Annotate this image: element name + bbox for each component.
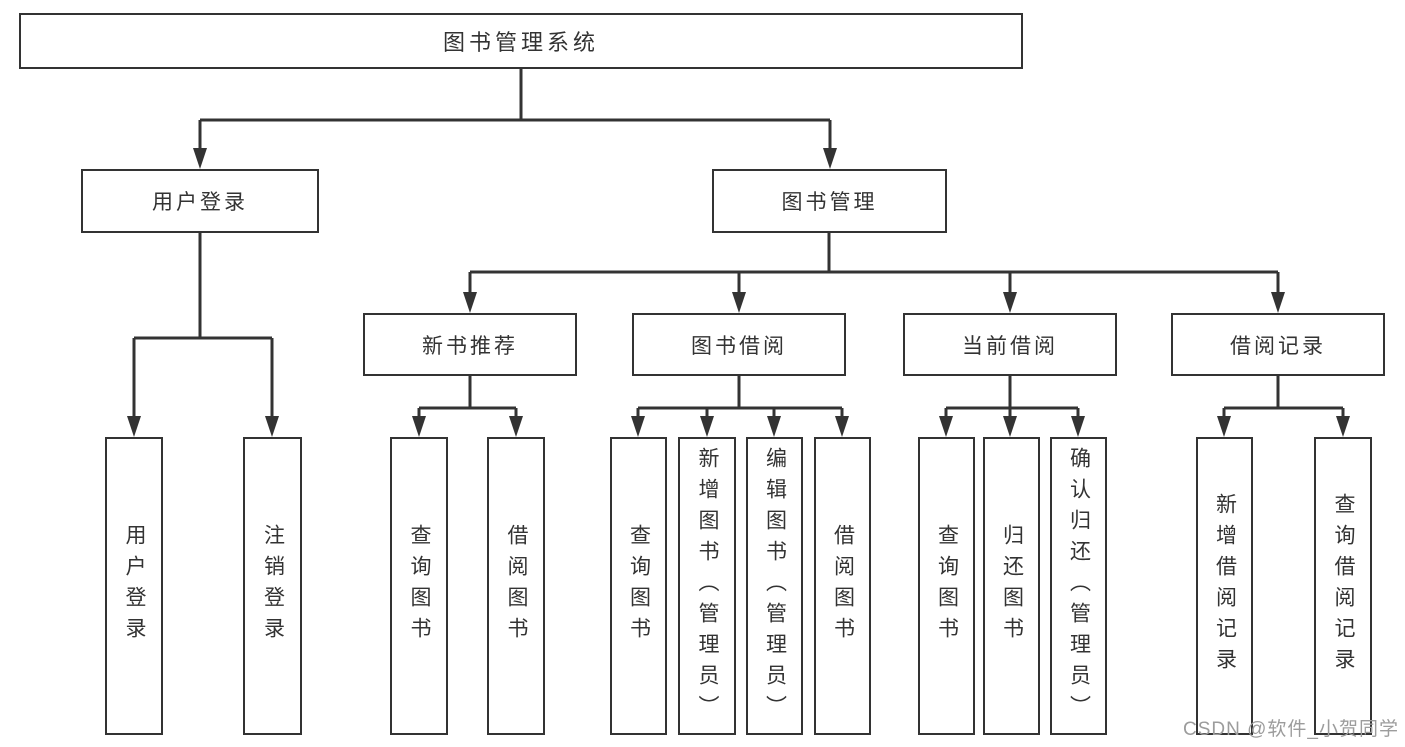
connector-book-borrow-to-leaves [631,376,849,437]
arrowhead [127,416,141,437]
node-leaf-add-book: 新增图书（管理员） [678,437,736,735]
node-book-borrow: 图书借阅 [632,313,846,376]
node-leaf-return-book: 归还图书 [983,437,1040,735]
node-leaf-confirm-return: 确认归还（管理员） [1050,437,1107,735]
connector-new-book-to-leaves [412,376,523,437]
arrowhead [732,292,746,313]
node-leaf-query-book-c: 查询图书 [918,437,975,735]
node-current-borrow: 当前借阅 [903,313,1117,376]
arrowhead [412,416,426,437]
arrowhead [835,416,849,437]
connector-root-to-level1 [193,69,837,169]
node-borrow-record: 借阅记录 [1171,313,1385,376]
arrowhead [823,148,837,169]
node-book-mgmt: 图书管理 [712,169,947,233]
connector-book-mgmt-to-level2 [463,233,1285,313]
arrowhead [1217,416,1231,437]
node-new-book-rec: 新书推荐 [363,313,577,376]
arrowhead [463,292,477,313]
arrowhead [1003,416,1017,437]
arrowhead [631,416,645,437]
node-root: 图书管理系统 [19,13,1023,69]
node-leaf-logout: 注销登录 [243,437,302,735]
connector-user-login-to-leaves [127,233,279,437]
node-leaf-borrow-book-a: 借阅图书 [487,437,545,735]
connector-borrow-record-to-leaves [1217,376,1350,437]
arrowhead [265,416,279,437]
node-leaf-add-record: 新增借阅记录 [1196,437,1253,735]
arrowhead [1271,292,1285,313]
arrowhead [939,416,953,437]
connector-current-borrow-to-leaves [939,376,1085,437]
node-leaf-borrow-book-b: 借阅图书 [814,437,871,735]
node-leaf-query-book-a: 查询图书 [390,437,448,735]
node-leaf-query-book-b: 查询图书 [610,437,667,735]
arrowhead [767,416,781,437]
arrowhead [509,416,523,437]
arrowhead [1003,292,1017,313]
arrowhead [1071,416,1085,437]
node-leaf-query-record: 查询借阅记录 [1314,437,1372,735]
arrowhead [700,416,714,437]
csdn-watermark: CSDN @软件_小贺同学 [1183,719,1399,740]
node-leaf-edit-book: 编辑图书（管理员） [746,437,803,735]
node-leaf-user-login: 用户登录 [105,437,163,735]
arrowhead [1336,416,1350,437]
node-user-login: 用户登录 [81,169,319,233]
arrowhead [193,148,207,169]
